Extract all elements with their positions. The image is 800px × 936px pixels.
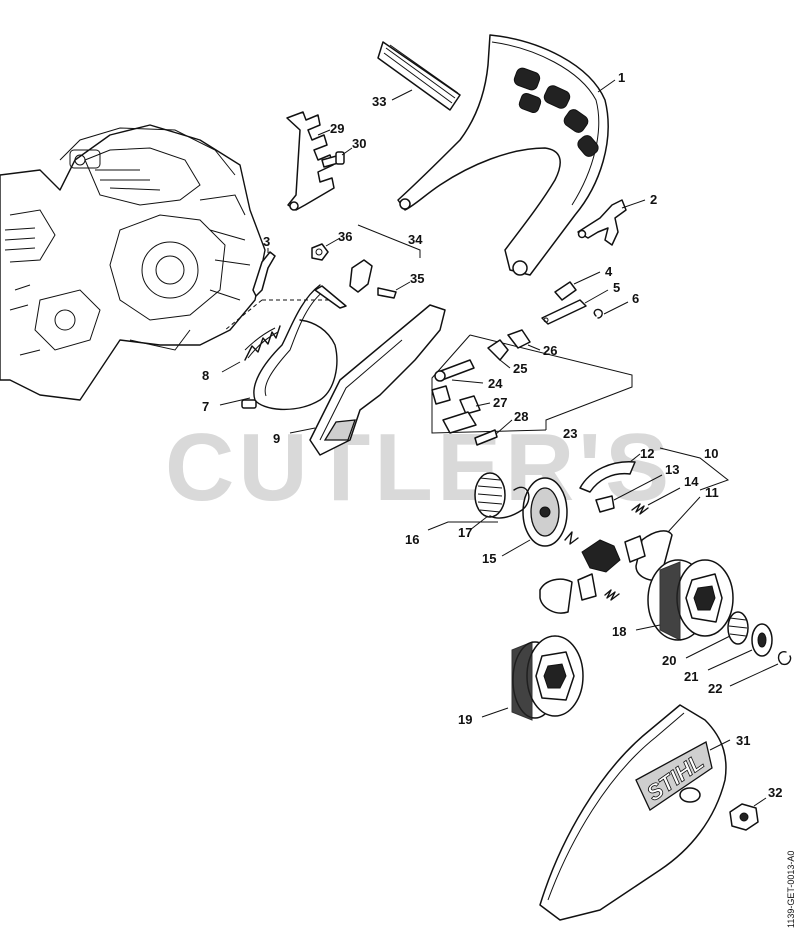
part-22-e-clip: 22: [708, 651, 792, 696]
callout-14: 14: [684, 474, 699, 489]
callout-9: 9: [273, 431, 280, 446]
part-2-lever: 2: [577, 192, 657, 246]
part-24-bolt: 24: [431, 359, 503, 405]
part-35-latch: 35: [349, 259, 424, 299]
part-29-bracket: 29: [286, 111, 344, 211]
callout-8: 8: [202, 368, 209, 383]
part-21-washer: 21: [684, 623, 773, 684]
callout-25: 25: [513, 361, 527, 376]
part-34-group: 34: [357, 224, 423, 258]
part-28-screw: 28: [442, 409, 528, 446]
callout-33: 33: [372, 94, 386, 109]
engine-housing: [0, 124, 266, 401]
part-17-clip: 17: [458, 486, 530, 540]
part-36-nut: 36: [311, 229, 352, 261]
part-5-link: 5: [541, 280, 620, 325]
callout-23: 23: [563, 426, 577, 441]
clutch-hub: [539, 535, 646, 614]
callout-32: 32: [768, 785, 782, 800]
clutch-group-10: 10: [659, 446, 730, 491]
callout-31: 31: [736, 733, 750, 748]
callout-19: 19: [458, 712, 472, 727]
callout-35: 35: [410, 271, 424, 286]
part-23-assembly-box: 23: [431, 334, 633, 441]
part-8-spring: 8: [202, 325, 281, 383]
part-20-needle-cage: 20: [662, 611, 749, 668]
callout-5: 5: [613, 280, 620, 295]
callout-36: 36: [338, 229, 352, 244]
watermark-text: CUTLER'S: [165, 414, 673, 521]
callout-30: 30: [352, 136, 366, 151]
part-3-spring-clip: 3: [252, 234, 276, 297]
part-18-sprocket-drum: 18: [612, 559, 734, 641]
guide-line: [224, 299, 330, 331]
callout-7: 7: [202, 399, 209, 414]
callout-1: 1: [618, 70, 625, 85]
figure-code: 1139-GET-0013-A0: [786, 851, 796, 928]
callout-22: 22: [708, 681, 722, 696]
part-4-washer: 4: [554, 264, 613, 301]
callout-28: 28: [514, 409, 528, 424]
callout-34: 34: [408, 232, 423, 247]
callout-10: 10: [704, 446, 718, 461]
part-14-spring: 14: [631, 474, 699, 515]
part-27-cam: 27: [459, 395, 507, 415]
part-26-block: 26: [507, 329, 557, 358]
part-9-guard-plate: 9: [273, 304, 446, 456]
callout-24: 24: [488, 376, 503, 391]
part-16-bearing: 16: [405, 472, 506, 547]
callout-27: 27: [493, 395, 507, 410]
callout-12: 12: [640, 446, 654, 461]
callout-16: 16: [405, 532, 419, 547]
part-15-clutch-drum-disc: 15: [482, 477, 579, 566]
part-25-pin: 25: [487, 339, 527, 376]
part-31-sprocket-cover: STIHL 31: [539, 704, 750, 921]
callout-15: 15: [482, 551, 496, 566]
part-19-spur-sprocket: 19: [458, 635, 584, 727]
callout-13: 13: [665, 462, 679, 477]
callout-29: 29: [330, 121, 344, 136]
callout-26: 26: [543, 343, 557, 358]
part-33-filter-plate: 33: [372, 41, 461, 111]
part-6-clip: 6: [593, 291, 639, 319]
callout-11: 11: [705, 485, 719, 500]
part-1-hand-guard: 1: [397, 34, 625, 276]
part-7-brake-band: 7: [202, 284, 347, 414]
callout-6: 6: [632, 291, 639, 306]
callout-2: 2: [650, 192, 657, 207]
callout-3: 3: [263, 234, 270, 249]
part-32-nut: 32: [729, 785, 782, 831]
callout-17: 17: [458, 525, 472, 540]
callout-21: 21: [684, 669, 698, 684]
callout-18: 18: [612, 624, 626, 639]
callout-20: 20: [662, 653, 676, 668]
part-30-screw: 30: [321, 136, 366, 168]
callout-4: 4: [605, 264, 613, 279]
part-13-piece: 13: [595, 462, 679, 513]
part-12-clutch-shoe: 12: [579, 446, 654, 493]
